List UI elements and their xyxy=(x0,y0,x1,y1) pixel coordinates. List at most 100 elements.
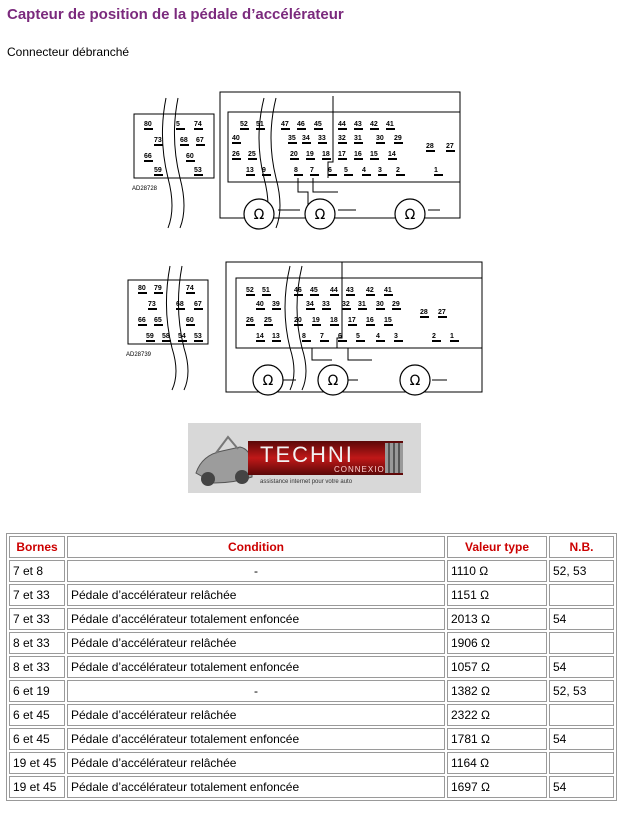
pin-label: 33 xyxy=(318,135,326,142)
ohmmeter-icon xyxy=(317,364,349,396)
pin-terminal xyxy=(138,292,147,294)
pin-terminal xyxy=(376,142,385,144)
pin-terminal xyxy=(272,308,281,310)
pin-terminal xyxy=(344,174,353,176)
pin-terminal xyxy=(338,158,347,160)
cell-bornes: 7 et 33 xyxy=(9,584,65,606)
pin-terminal xyxy=(306,158,315,160)
pin-terminal xyxy=(434,174,443,176)
ohmmeter-icon xyxy=(304,198,336,230)
cell-valeur: 1164 Ω xyxy=(447,752,547,774)
cell-nb: 54 xyxy=(549,728,614,750)
pin-label: 27 xyxy=(446,143,454,150)
pin-terminal xyxy=(232,142,241,144)
pin-terminal xyxy=(302,340,311,342)
page-subtitle: Connecteur débranché xyxy=(7,45,130,59)
pin-terminal xyxy=(256,308,265,310)
pin-label: 31 xyxy=(354,135,362,142)
pin-terminal xyxy=(186,324,195,326)
pin-label: 3 xyxy=(378,167,382,174)
pin-label: 2 xyxy=(396,167,400,174)
pin-terminal xyxy=(354,128,363,130)
pin-label: 5 xyxy=(344,167,348,174)
pin-terminal xyxy=(348,324,357,326)
cell-valeur: 1057 Ω xyxy=(447,656,547,678)
ohm-symbol: Ω xyxy=(328,373,339,389)
cell-valeur: 1110 Ω xyxy=(447,560,547,582)
pin-terminal xyxy=(186,292,195,294)
cell-condition: Pédale d’accélérateur totalement enfoncé… xyxy=(67,728,445,750)
pin-label: 26 xyxy=(232,151,240,158)
pin-label: 13 xyxy=(272,333,280,340)
pin-terminal xyxy=(154,292,163,294)
pin-terminal xyxy=(294,174,303,176)
pin-label: 51 xyxy=(256,121,264,128)
pin-label: 1 xyxy=(450,333,454,340)
pin-label: 29 xyxy=(392,301,400,308)
pin-terminal xyxy=(386,128,395,130)
pin-terminal xyxy=(330,294,339,296)
cell-nb: 54 xyxy=(549,776,614,798)
pin-terminal xyxy=(302,142,311,144)
pin-label: 16 xyxy=(354,151,362,158)
pin-label: 58 xyxy=(162,333,170,340)
pin-terminal xyxy=(264,324,273,326)
pin-label: 44 xyxy=(338,121,346,128)
pin-label: 80 xyxy=(144,121,152,128)
pin-label: 39 xyxy=(272,301,280,308)
cell-condition: Pédale d’accélérateur totalement enfoncé… xyxy=(67,608,445,630)
pin-label: 15 xyxy=(384,317,392,324)
header-condition: Condition xyxy=(67,536,445,558)
pin-label: 7 xyxy=(310,167,314,174)
pin-label: 66 xyxy=(138,317,146,324)
pin-terminal xyxy=(180,144,189,146)
pin-label: 14 xyxy=(256,333,264,340)
pin-terminal xyxy=(396,174,405,176)
ohm-symbol: Ω xyxy=(410,373,421,389)
header-valeur-type: Valeur type xyxy=(447,536,547,558)
pin-label: 68 xyxy=(176,301,184,308)
cell-valeur: 1382 Ω xyxy=(447,680,547,702)
pin-label: 6 xyxy=(338,333,342,340)
pin-terminal xyxy=(148,308,157,310)
pin-label: 5 xyxy=(176,121,180,128)
pin-label: 41 xyxy=(386,121,394,128)
pin-label: 16 xyxy=(366,317,374,324)
pin-label: 40 xyxy=(232,135,240,142)
resistance-table: Bornes Condition Valeur type N.B. 7 et 8… xyxy=(6,533,617,801)
pin-label: 43 xyxy=(346,287,354,294)
pin-label: 47 xyxy=(281,121,289,128)
pin-terminal xyxy=(281,128,290,130)
pin-label: 67 xyxy=(194,301,202,308)
pin-label: 8 xyxy=(302,333,306,340)
pin-terminal xyxy=(388,158,397,160)
pin-terminal xyxy=(392,308,401,310)
pin-label: 3 xyxy=(394,333,398,340)
pin-terminal xyxy=(312,324,321,326)
cell-bornes: 8 et 33 xyxy=(9,632,65,654)
cell-bornes: 19 et 45 xyxy=(9,776,65,798)
pin-terminal xyxy=(394,142,403,144)
cell-nb xyxy=(549,752,614,774)
pin-terminal xyxy=(354,142,363,144)
pin-label: 73 xyxy=(148,301,156,308)
pin-terminal xyxy=(346,294,355,296)
pin-terminal xyxy=(240,128,249,130)
pin-terminal xyxy=(262,174,271,176)
pin-terminal xyxy=(194,340,203,342)
pin-label: 7 xyxy=(320,333,324,340)
pin-label: 65 xyxy=(154,317,162,324)
pin-label: 43 xyxy=(354,121,362,128)
logo-tagline: assistance internet pour votre auto xyxy=(260,479,353,485)
cell-bornes: 6 et 45 xyxy=(9,728,65,750)
pin-terminal xyxy=(384,324,393,326)
cell-condition: Pédale d’accélérateur totalement enfoncé… xyxy=(67,656,445,678)
